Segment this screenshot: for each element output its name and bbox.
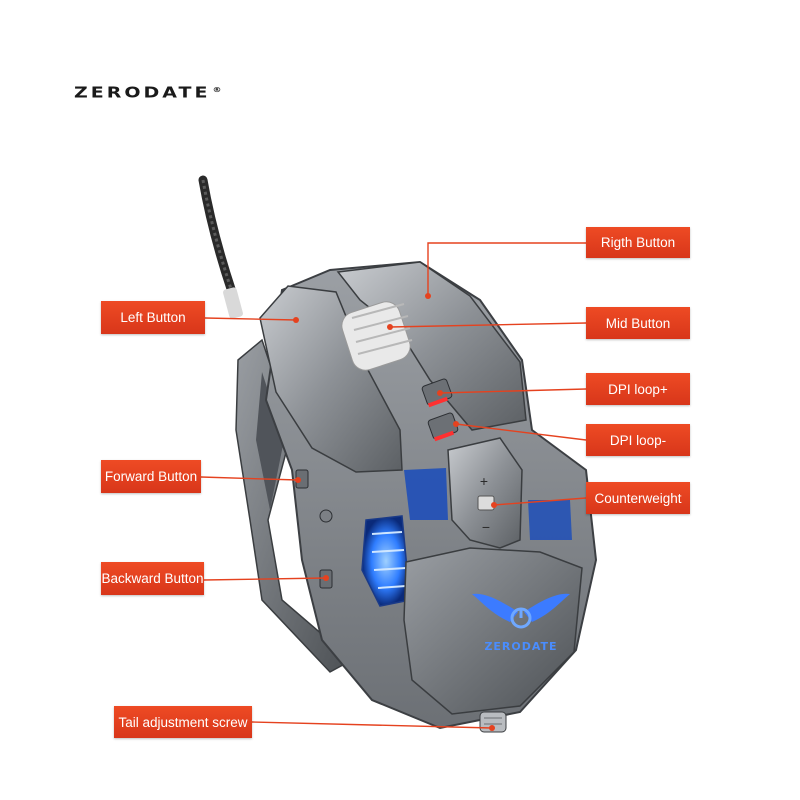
brand-name: ZERODATE <box>74 84 211 102</box>
callout-backward-button-label: Backward Button <box>101 571 204 586</box>
leader-dots <box>293 293 497 731</box>
winged-logo-icon <box>472 593 570 629</box>
callout-dpi-loop-minus-label: DPI loop- <box>609 432 667 448</box>
callout-backward-button: Backward Button <box>101 562 204 595</box>
callout-counterweight-label: Counterweight <box>594 490 682 506</box>
led-vent-right <box>528 500 572 540</box>
center-spine <box>447 437 523 549</box>
callout-dpi-loop-minus: DPI loop- <box>586 424 690 456</box>
callout-tail-screw: Tail adjustment screw <box>114 706 252 738</box>
tail-screw[interactable] <box>479 711 507 733</box>
callout-mid-button: Mid Button <box>586 307 690 339</box>
callout-dpi-loop-plus-label: DPI loop+ <box>608 381 668 397</box>
callout-forward-button-label: Forward Button <box>104 469 198 484</box>
palm-cover <box>403 547 583 715</box>
dpi-plus-glyph: + <box>480 473 488 489</box>
led-vent-left <box>361 515 411 607</box>
callout-left-button-label: Left Button <box>120 310 186 325</box>
callout-forward-button: Forward Button <box>101 460 201 493</box>
counterweight-panel[interactable] <box>477 495 495 511</box>
shell-logo-text: ZERODATE <box>484 640 557 653</box>
callout-left-button: Left Button <box>101 301 205 334</box>
leader-lines <box>200 242 587 729</box>
led-vent-top <box>404 468 448 520</box>
callout-right-button: Rigth Button <box>586 227 690 258</box>
callout-tail-screw-label: Tail adjustment screw <box>118 714 248 730</box>
left-button[interactable] <box>259 285 403 473</box>
callout-counterweight: Counterweight <box>586 482 690 514</box>
callout-mid-button-label: Mid Button <box>605 315 671 331</box>
callout-right-button-label: Rigth Button <box>600 235 676 250</box>
registered-mark: ® <box>212 86 222 95</box>
callout-dpi-loop-plus: DPI loop+ <box>586 373 690 405</box>
usb-cable <box>198 175 243 319</box>
brand-logo: ZERODATE® <box>74 84 221 102</box>
dpi-minus-glyph: − <box>482 519 490 535</box>
